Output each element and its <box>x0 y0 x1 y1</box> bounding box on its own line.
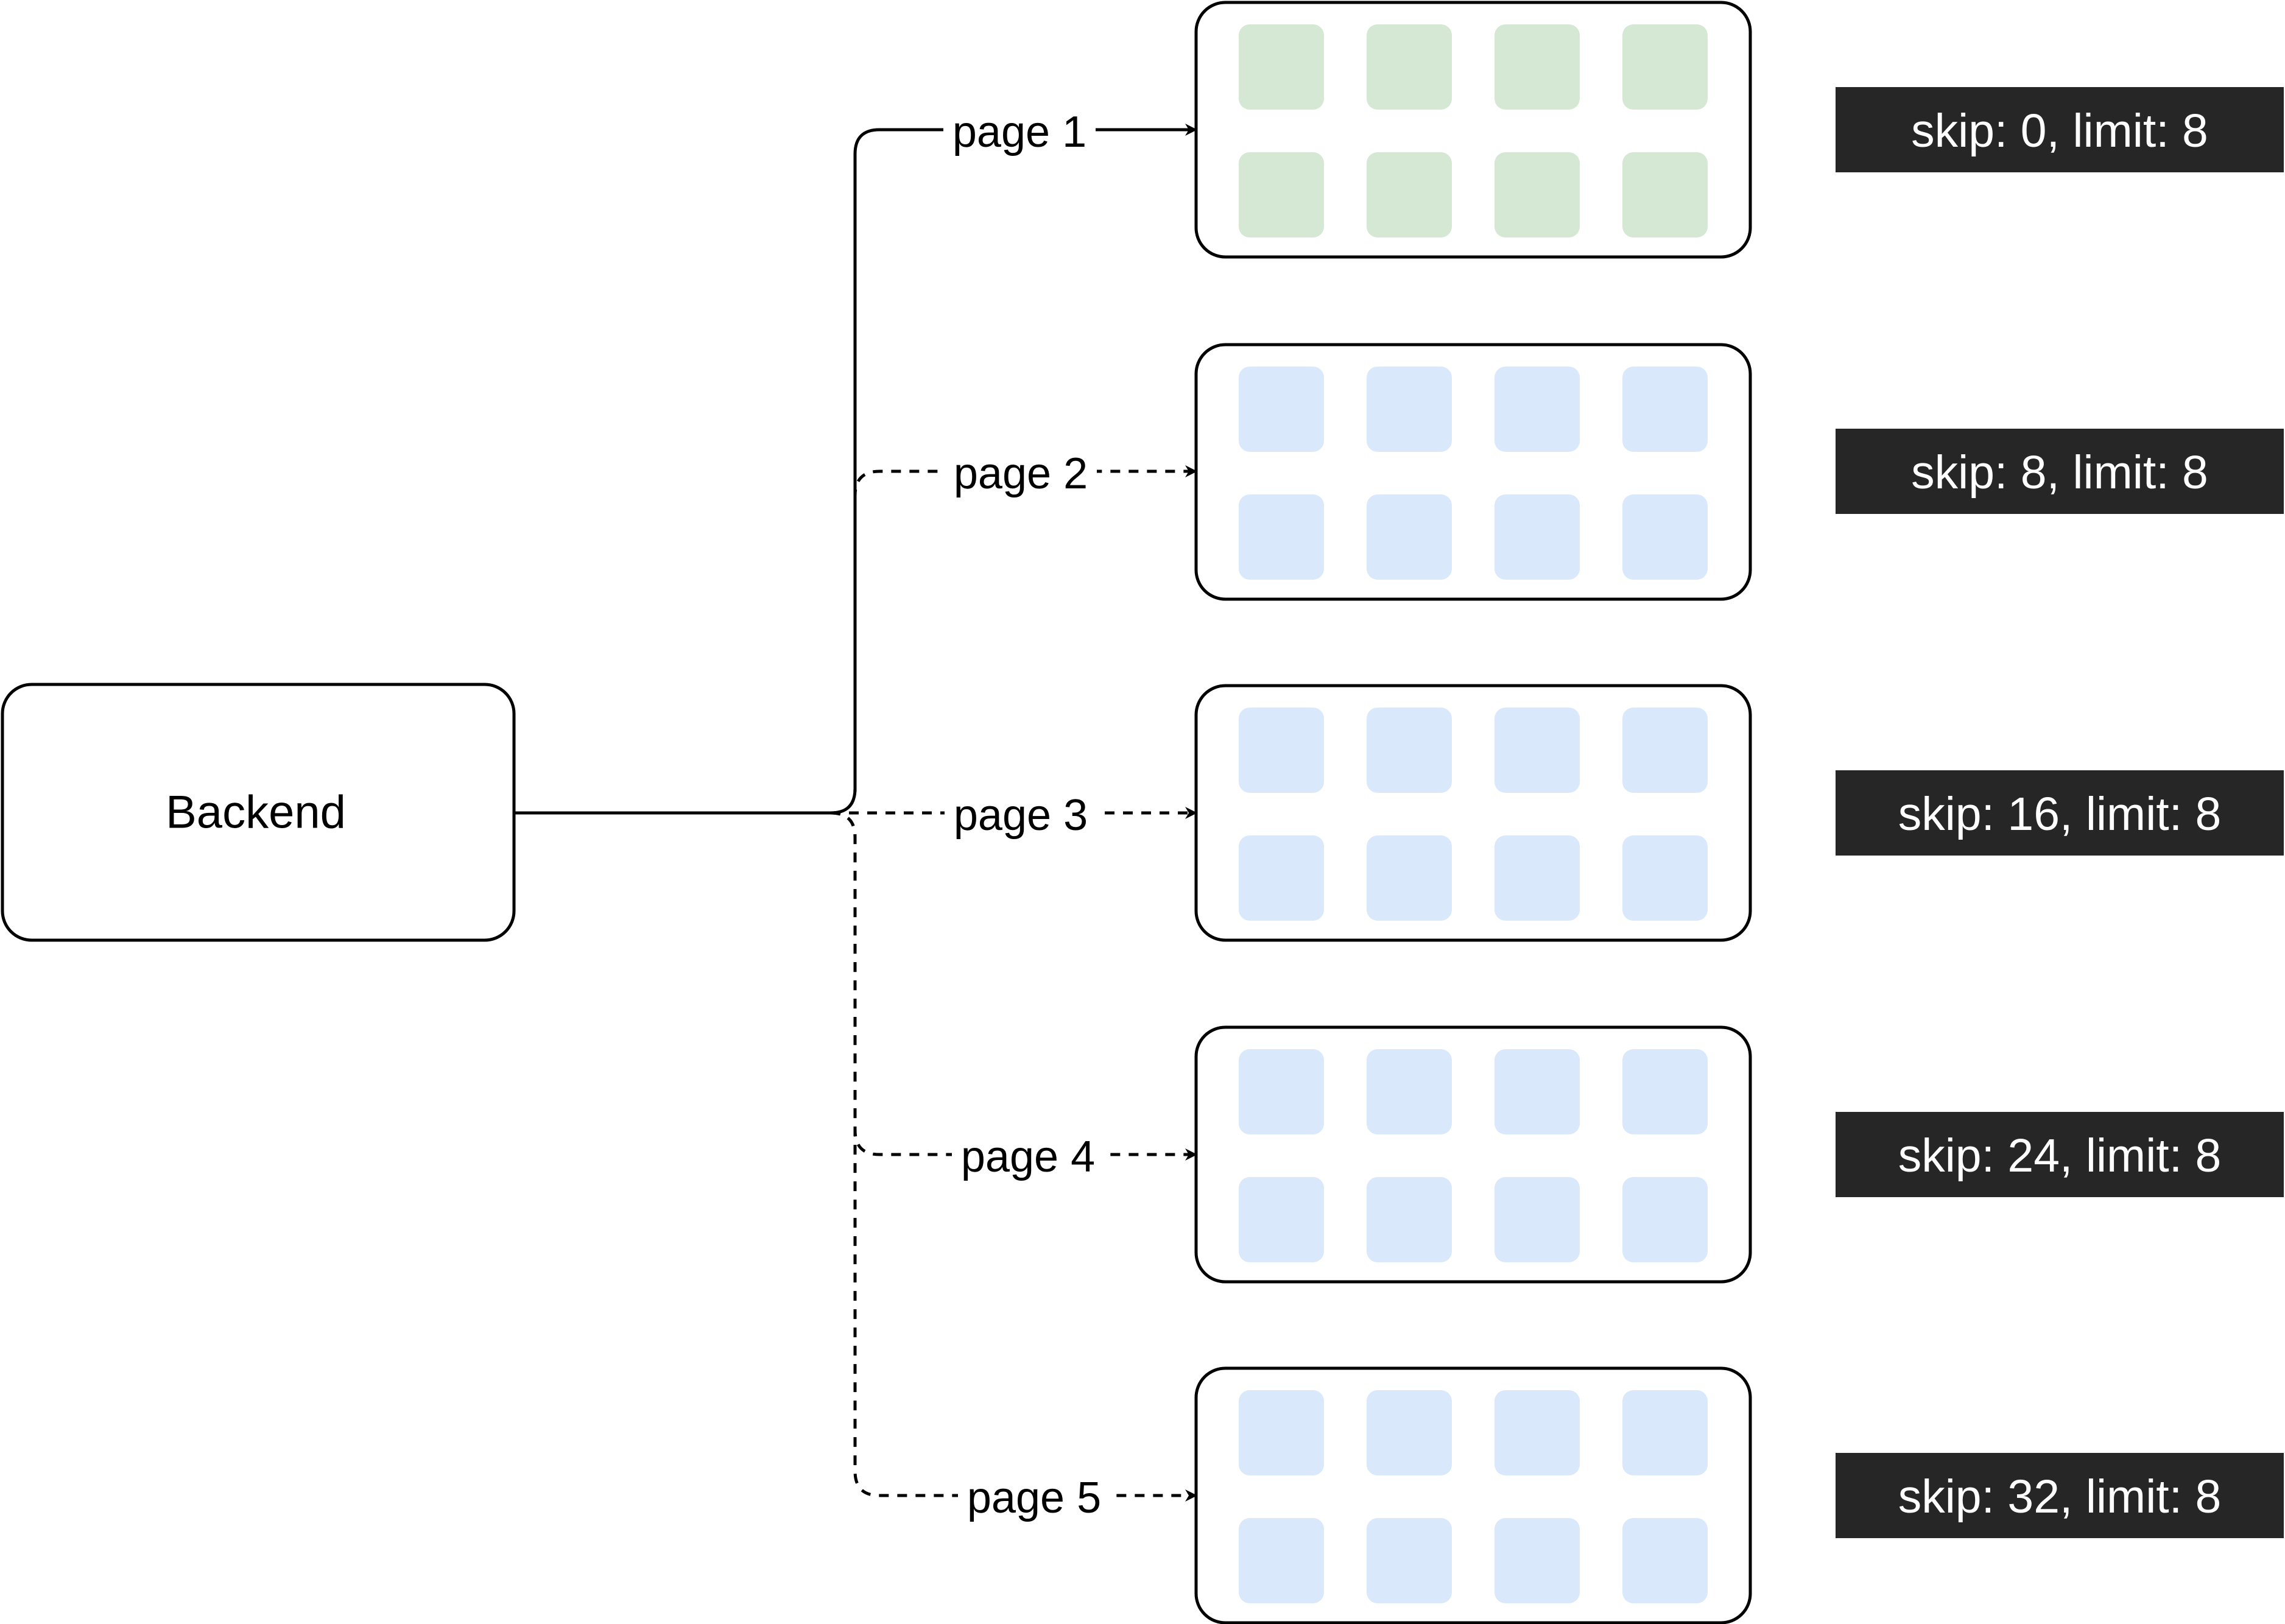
page-3-group: skip: 16, limit: 8 <box>1194 684 2284 942</box>
page-2-container[interactable] <box>1194 343 1752 601</box>
connectors: page 1 page 2 page 3 page 4 page 5 <box>514 103 1197 1522</box>
pages: skip: 0, limit: 8 skip: 8, limit: 8 skip: … <box>1194 1 2284 1624</box>
page-1-label-bg <box>943 103 1096 156</box>
connector-page-1 <box>830 124 1197 815</box>
page-2-item-4 <box>1622 367 1708 452</box>
page-2-item-7 <box>1495 494 1580 580</box>
page-5-item-4 <box>1622 1390 1708 1475</box>
connector-page-5 <box>830 811 1197 1502</box>
page-2-group: skip: 8, limit: 8 <box>1194 343 2284 601</box>
page-1-item-6 <box>1367 152 1452 237</box>
page-2-item-5 <box>1239 494 1324 580</box>
backend-node[interactable]: Backend <box>1 683 516 942</box>
page-3-item-5 <box>1239 835 1324 921</box>
page-4-item-5 <box>1239 1177 1324 1262</box>
page-4-item-1 <box>1239 1049 1324 1134</box>
page-5-item-6 <box>1367 1518 1452 1603</box>
page-5-item-8 <box>1622 1518 1708 1603</box>
page-3-badge-label: skip: 16, limit: 8 <box>1898 788 2222 840</box>
page-2-badge <box>1836 429 2284 514</box>
page-3-item-7 <box>1495 835 1580 921</box>
page-5-container[interactable] <box>1194 1366 1752 1624</box>
page-2-item-8 <box>1622 494 1708 580</box>
page-4-group: skip: 24, limit: 8 <box>1194 1025 2284 1284</box>
page-5-item-5 <box>1239 1518 1324 1603</box>
connector-page-4 <box>830 811 1197 1161</box>
page-1-badge-label: skip: 0, limit: 8 <box>1911 105 2208 157</box>
page-1-item-3 <box>1495 24 1580 110</box>
page-3-item-3 <box>1495 708 1580 793</box>
page-3-item-2 <box>1367 708 1452 793</box>
page-2-item-1 <box>1239 367 1324 452</box>
page-3-item-1 <box>1239 708 1324 793</box>
page-4-item-7 <box>1495 1177 1580 1262</box>
page-4-label-bg <box>952 1128 1104 1181</box>
page-3-badge <box>1836 770 2284 856</box>
page-5-label: page 5 <box>967 1474 1101 1522</box>
page-2-item-2 <box>1367 367 1452 452</box>
page-4-badge <box>1836 1112 2284 1197</box>
page-3-label-bg <box>945 786 1097 840</box>
page-2-label: page 2 <box>954 449 1088 498</box>
page-4-item-2 <box>1367 1049 1452 1134</box>
page-1-label: page 1 <box>952 108 1086 156</box>
page-4-item-6 <box>1367 1177 1452 1262</box>
page-1-group: skip: 0, limit: 8 <box>1194 1 2284 259</box>
page-1-item-1 <box>1239 24 1324 110</box>
page-4-item-8 <box>1622 1177 1708 1262</box>
page-3-item-6 <box>1367 835 1452 921</box>
page-4-item-4 <box>1622 1049 1708 1134</box>
page-2-item-6 <box>1367 494 1452 580</box>
backend-label: Backend <box>166 787 346 838</box>
page-3-item-4 <box>1622 708 1708 793</box>
page-4-label: page 4 <box>961 1133 1095 1181</box>
page-4-item-3 <box>1495 1049 1580 1134</box>
page-1-item-8 <box>1622 152 1708 237</box>
page-5-label-bg <box>958 1469 1110 1522</box>
page-1-item-2 <box>1367 24 1452 110</box>
page-1-badge <box>1836 87 2284 172</box>
page-2-badge-label: skip: 8, limit: 8 <box>1911 446 2208 499</box>
page-1-container[interactable] <box>1194 1 1752 259</box>
page-5-badge-label: skip: 32, limit: 8 <box>1898 1471 2222 1523</box>
page-3-container[interactable] <box>1194 684 1752 942</box>
page-5-group: skip: 32, limit: 8 <box>1194 1366 2284 1624</box>
page-5-item-7 <box>1495 1518 1580 1603</box>
connector-page-2 <box>830 465 1197 815</box>
page-5-item-2 <box>1367 1390 1452 1475</box>
page-1-item-5 <box>1239 152 1324 237</box>
page-5-item-3 <box>1495 1390 1580 1475</box>
page-3-label: page 3 <box>954 791 1088 840</box>
page-1-item-7 <box>1495 152 1580 237</box>
page-2-item-3 <box>1495 367 1580 452</box>
page-5-badge <box>1836 1453 2284 1538</box>
page-4-container[interactable] <box>1194 1025 1752 1284</box>
page-4-badge-label: skip: 24, limit: 8 <box>1898 1130 2222 1182</box>
page-2-label-bg <box>945 445 1097 498</box>
page-1-item-4 <box>1622 24 1708 110</box>
page-3-item-8 <box>1622 835 1708 921</box>
page-5-item-1 <box>1239 1390 1324 1475</box>
